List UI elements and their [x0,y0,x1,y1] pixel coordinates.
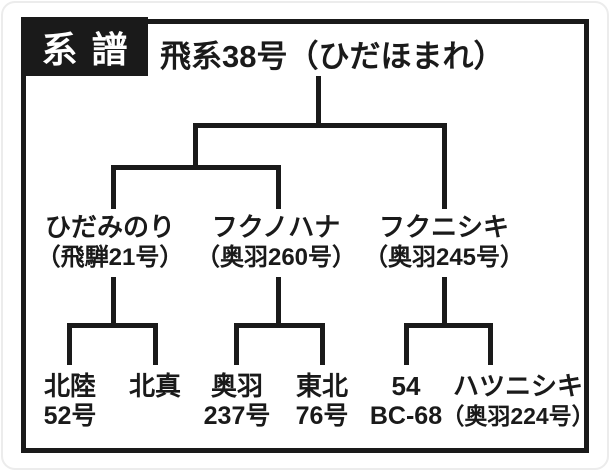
generation1-bar-line [193,123,447,128]
grandparent-name-line1: 奥羽 [210,371,263,401]
ouu237-stem-line [234,323,239,365]
parent-alias: （飛騨21号） [36,244,184,271]
parent-node-fukunohana: フクノハナ （奥羽260号） [191,212,361,273]
root-stem-line [316,76,321,128]
grandparent-name-line2: 237号 [203,402,271,430]
grandparent-name-line1: 北真 [128,371,181,401]
diagram-frame [21,19,589,453]
genealogy-label: 系譜 [41,28,142,70]
grandparent-name-line1: 54 [391,371,421,401]
root-node: 飛系38号（ひだほまれ） [160,40,504,74]
grandparent-node-hokuriku52: 北陸 52号 [10,371,130,431]
parent-name: フクノハナ [211,212,341,242]
grandparent-name-line1: 東北 [295,371,348,401]
54bc68-stem-line [404,323,409,365]
grandparent-node-hokushin: 北真 [95,371,215,401]
grandparent-name-line2: 76号 [295,402,349,430]
hatsunishiki-stem-line [488,323,493,365]
left-branch-drop-line [193,123,198,170]
fukunishiki-children-bar-line [404,323,493,328]
tohoku76-stem-line [320,323,325,365]
hidaminori-children-bar-line [67,323,158,328]
parent-alias: （奥羽245号） [363,244,525,271]
grandparent-name-line2: （奥羽224号） [441,403,595,429]
hidaminori-down-stem-line [111,277,116,328]
fukunohana-children-bar-line [234,323,325,328]
hokushin-stem-line [153,323,158,365]
parent-name: ひだみのり [44,212,175,242]
parent-name: フクニシキ [378,212,509,242]
fukunishiki-stem-line [442,123,447,209]
grandparent-name-line1: 北陸 [43,371,96,401]
fukunohana-down-stem-line [276,277,281,328]
hokuriku52-stem-line [67,323,72,365]
fukunohana-stem-line [276,165,281,209]
parent-node-hidaminori: ひだみのり （飛騨21号） [25,212,195,273]
grandparent-node-ouu237: 奥羽 237号 [177,371,297,431]
grandparent-name-line2: BC-68 [369,402,443,430]
grandparent-node-tohoku76: 東北 76号 [262,371,382,431]
grandparent-node-54bc68: 54 BC-68 [346,371,466,431]
genealogy-label-box: 系譜 [21,17,148,76]
fukunishiki-down-stem-line [442,277,447,328]
parent-node-fukunishiki: フクニシキ （奥羽245号） [359,212,529,273]
parent-alias: （奥羽260号） [195,244,357,271]
root-name: 飛系38号（ひだほまれ） [160,39,505,74]
left-subbar-line [111,165,281,170]
grandparent-name-line1: ハツニシキ [452,371,583,401]
grandparent-name-line2: 52号 [43,402,97,430]
grandparent-node-hatsunishiki: ハツニシキ （奥羽224号） [432,371,604,431]
hidaminori-stem-line [111,165,116,209]
